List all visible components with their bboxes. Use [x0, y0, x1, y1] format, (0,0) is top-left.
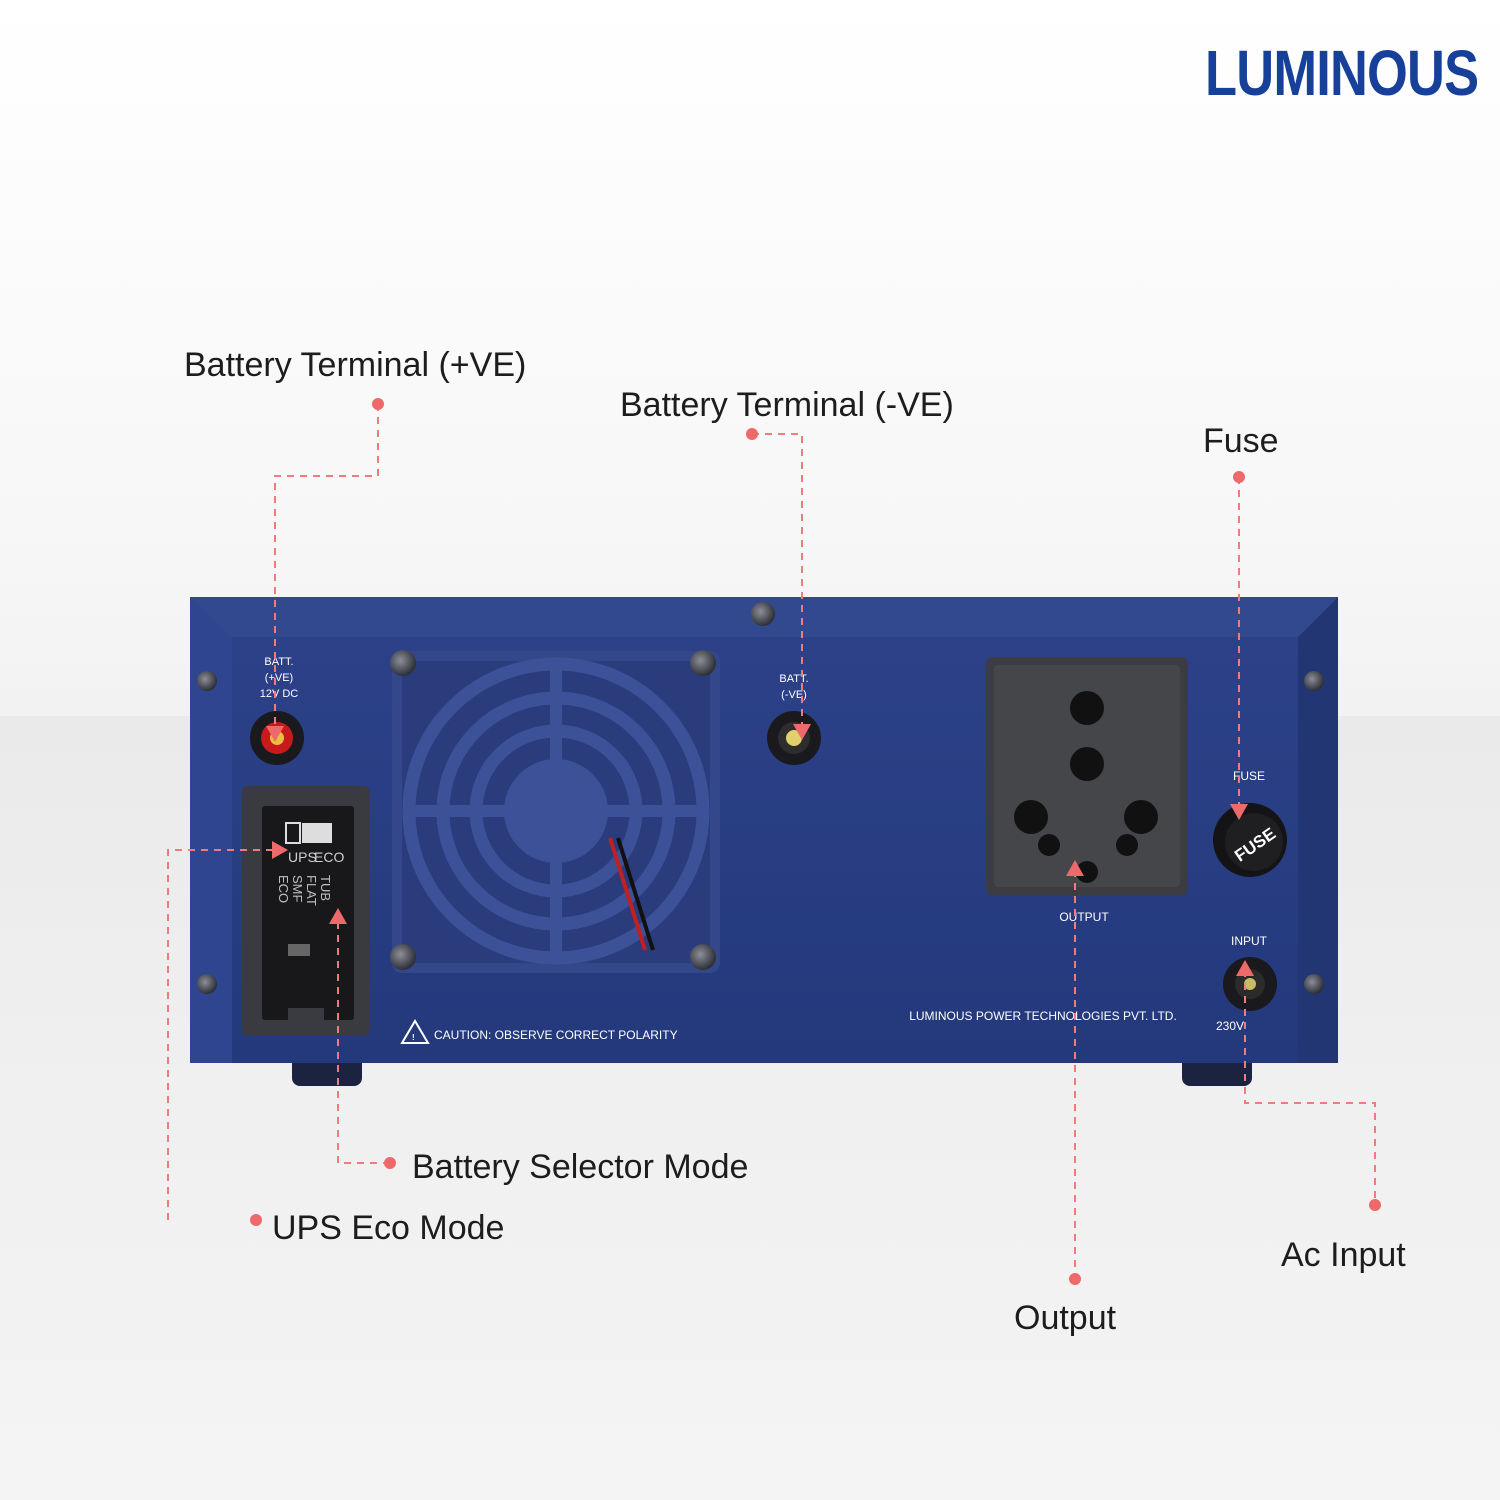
cooling-fan [390, 650, 720, 973]
screws [197, 602, 1324, 994]
callout-ups-eco-mode: UPS Eco Mode [272, 1209, 505, 1247]
manufacturer-label: LUMINOUS POWER TECHNOLOGIES PVT. LTD. [909, 1009, 1177, 1023]
callout-arrows [266, 724, 1254, 976]
housing-bevel-right [1298, 597, 1338, 1063]
svg-text:FLAT: FLAT [304, 875, 319, 906]
callout-battery-positive: Battery Terminal (+VE) [184, 346, 527, 384]
callout-dots [250, 398, 1381, 1285]
callout-lines [167, 404, 1376, 1279]
svg-text:SMF: SMF [290, 875, 305, 903]
svg-text:CAUTION: OBSERVE CORRECT POLAR: CAUTION: OBSERVE CORRECT POLARITY [434, 1028, 678, 1042]
svg-text:UPS: UPS [288, 849, 317, 865]
svg-text:TUB: TUB [318, 875, 333, 901]
svg-text:BATT.: BATT. [264, 656, 293, 668]
svg-text:!: ! [412, 1033, 415, 1042]
fuse-holder: FUSE FUSE [1213, 769, 1287, 877]
callout-output: Output [1014, 1299, 1117, 1337]
svg-text:12V DC: 12V DC [260, 688, 299, 700]
svg-text:ECO: ECO [314, 849, 344, 865]
caution-label: ! CAUTION: OBSERVE CORRECT POLARITY [400, 1019, 678, 1044]
ac-input-terminal: INPUT 230V [1216, 934, 1277, 1033]
svg-text:230V: 230V [1216, 1019, 1244, 1033]
mode-switch-box: UPS ECO TUB FLAT SMF ECO [242, 786, 370, 1036]
output-socket: OUTPUT [986, 657, 1188, 924]
svg-text:BATT.: BATT. [779, 673, 808, 685]
callout-battery-selector-mode: Battery Selector Mode [412, 1148, 749, 1186]
callout-battery-negative: Battery Terminal (-VE) [620, 386, 954, 424]
brand-logo: LUMINOUS [1205, 37, 1479, 109]
callout-ac-input: Ac Input [1281, 1236, 1406, 1274]
svg-text:ECO: ECO [276, 875, 291, 903]
callout-fuse: Fuse [1203, 422, 1279, 460]
svg-text:(-VE): (-VE) [781, 689, 807, 701]
svg-text:FUSE: FUSE [1233, 769, 1265, 783]
svg-text:OUTPUT: OUTPUT [1059, 910, 1109, 924]
svg-text:INPUT: INPUT [1231, 934, 1268, 948]
svg-text:(+VE): (+VE) [265, 672, 293, 684]
